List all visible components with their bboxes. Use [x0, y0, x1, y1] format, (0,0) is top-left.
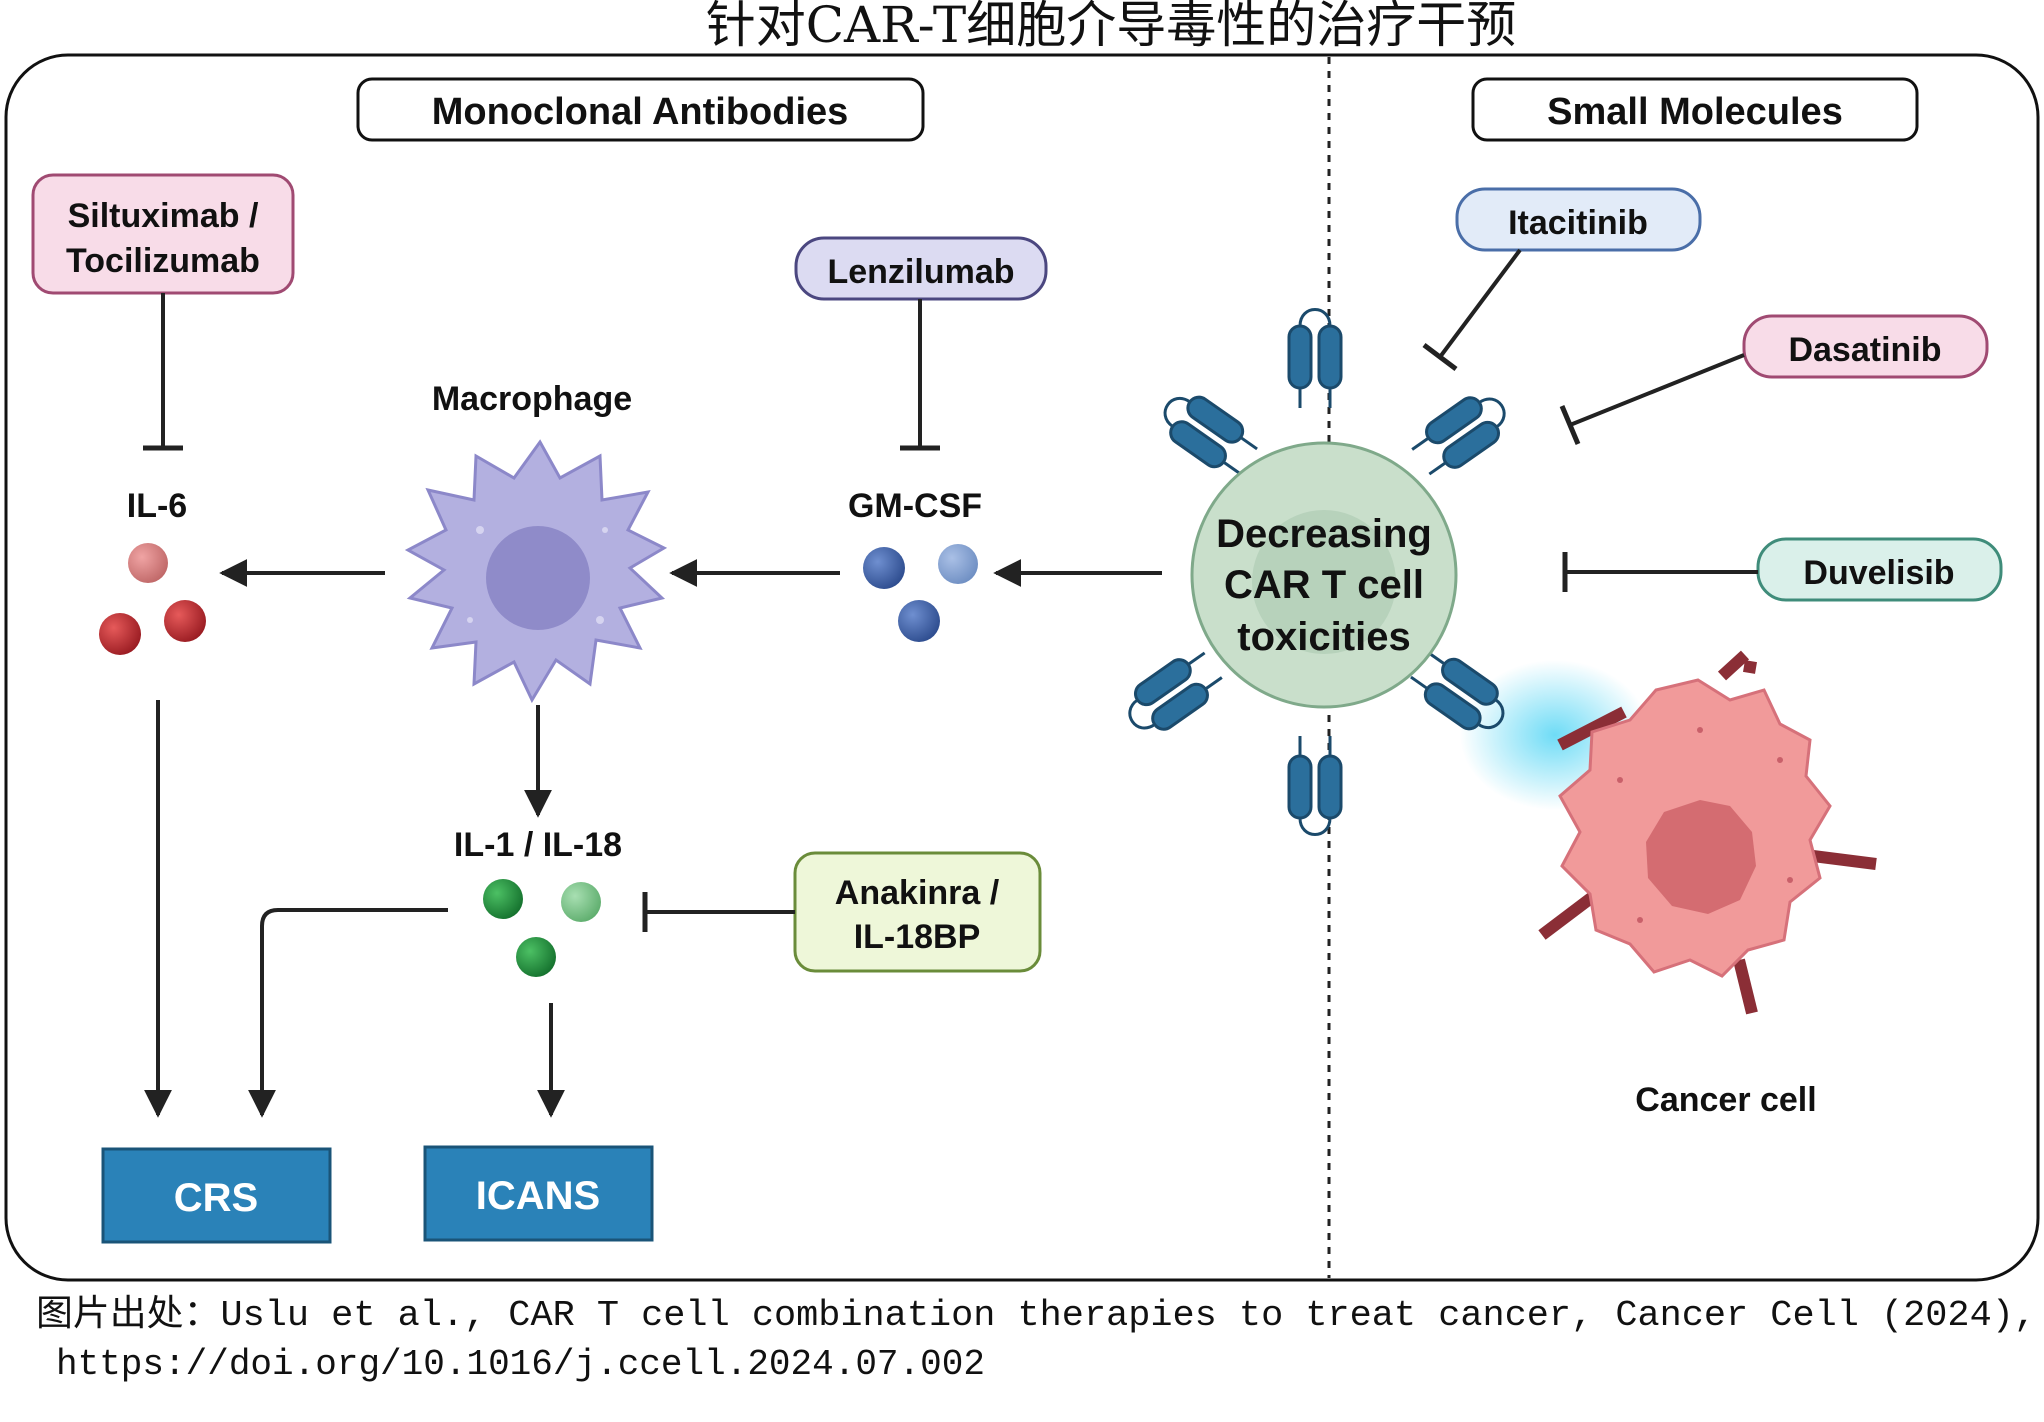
car-receptor-top: [1287, 308, 1343, 410]
figure-title: 针对CAR-T细胞介导毒性的治疗干预: [706, 0, 1516, 54]
right-section-header: Small Molecules: [1547, 91, 1843, 133]
dasatinib-label: Dasatinib: [1788, 331, 1941, 369]
itacitinib-box: [1455, 187, 1702, 252]
cancer-cell-label: Cancer cell: [1635, 1081, 1816, 1119]
il6-label: IL-6: [127, 487, 187, 525]
car-t-cell: [1190, 441, 1458, 709]
il1-il18-label: IL-1 / IL-18: [454, 826, 622, 864]
itacitinib-label: Itacitinib: [1508, 204, 1648, 242]
tocilizumab-label: Tocilizumab: [66, 242, 260, 280]
icans-label: ICANS: [476, 1174, 600, 1218]
car-receptor-bottom: [1287, 734, 1343, 836]
il18bp-label: IL-18BP: [854, 918, 981, 956]
crs-box: [101, 1147, 332, 1244]
source-citation-line1: 图片出处：Uslu et al., CAR T cell combination…: [36, 1293, 2036, 1336]
il1-to-crs-arrow: [248, 908, 448, 1118]
cancer-cell: [1538, 650, 1877, 1015]
dasatinib-box: [1742, 314, 1989, 379]
right-section-header-box: [1471, 77, 1919, 142]
crs-label: CRS: [174, 1176, 258, 1220]
macrophage-label: Macrophage: [432, 380, 632, 418]
gmcsf-molecules: [863, 544, 978, 642]
duvelisib-box: [1756, 537, 2003, 602]
car-t-label-line1: Decreasing: [1216, 512, 1432, 556]
figure-frame: [4, 53, 2040, 1282]
il1-il18-molecules: [483, 879, 601, 977]
duvelisib-label: Duvelisib: [1803, 554, 1954, 592]
anakinra-label: Anakinra /: [835, 874, 1000, 912]
car-receptor-lower-left: [1116, 642, 1230, 745]
source-citation-line2: https://doi.org/10.1016/j.ccell.2024.07.…: [56, 1344, 985, 1385]
itacitinib-inhibition-line: [1438, 248, 1522, 359]
car-receptor-upper-right: [1404, 382, 1518, 485]
macrophage-cell: [404, 439, 668, 704]
il6-molecules: [99, 543, 206, 655]
siltuximab-label: Siltuximab /: [68, 197, 259, 235]
left-section-header: Monoclonal Antibodies: [432, 91, 849, 133]
lenzilumab-label: Lenzilumab: [827, 253, 1014, 291]
car-t-label-line2: CAR T cell: [1224, 563, 1424, 607]
icans-box: [423, 1145, 654, 1242]
dasatinib-inhibition-line: [1569, 353, 1745, 427]
dasatinib-inhibition-bar: [1559, 405, 1581, 445]
car-t-label-line3: toxicities: [1237, 615, 1410, 659]
gmcsf-label: GM-CSF: [848, 487, 982, 525]
itacitinib-inhibition-bar: [1422, 343, 1458, 371]
left-section-header-box: [356, 77, 925, 142]
